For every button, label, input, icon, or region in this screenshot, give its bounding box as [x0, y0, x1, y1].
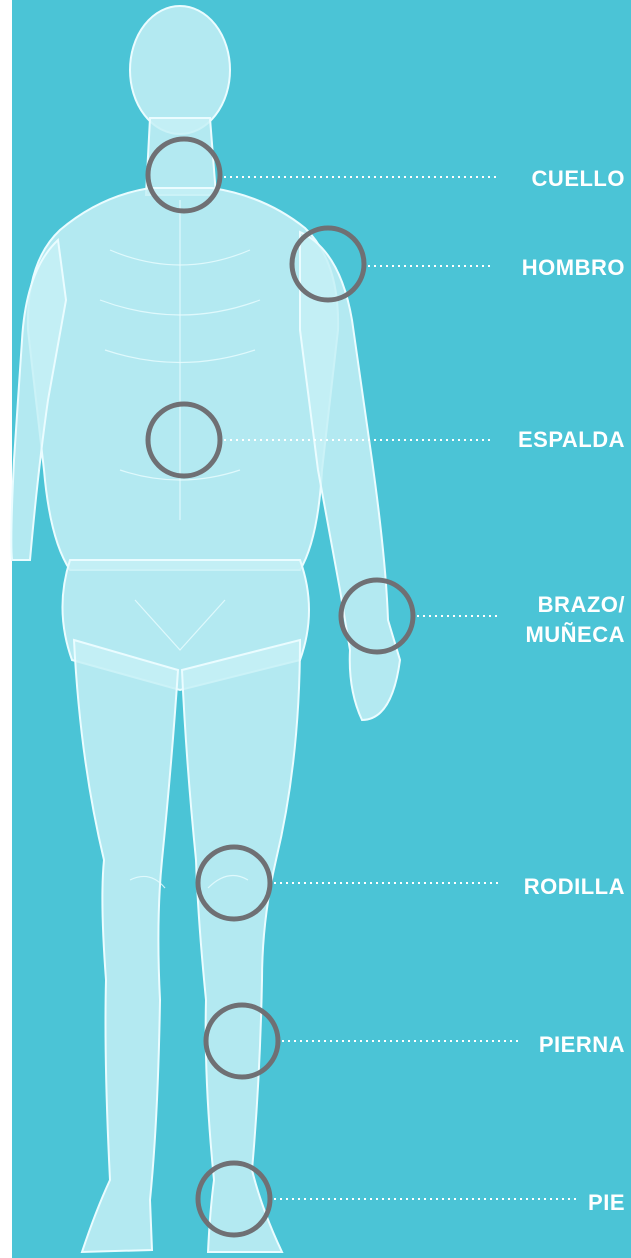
label-pie: PIE [588, 1190, 625, 1215]
marker-ring-pie [195, 1160, 273, 1238]
body-head [129, 5, 231, 135]
marker-ring-espalda [145, 401, 223, 479]
label-cuello: CUELLO [531, 166, 625, 191]
marker-ring-rodilla [195, 844, 273, 922]
anatomy-detail-lines [99, 200, 261, 889]
body-leg-left [72, 638, 180, 1254]
marker-group [145, 136, 578, 1238]
label-pierna: PIERNA [538, 1032, 625, 1057]
label-espalda: ESPALDA [518, 427, 625, 452]
body-torso [26, 187, 340, 571]
body-arm-right [299, 230, 402, 722]
marker-ring-brazo [338, 577, 416, 655]
body-neck [144, 117, 218, 196]
marker-ring-hombro [289, 225, 367, 303]
body-arm-left [10, 237, 68, 561]
label-brazo-muneca: BRAZO/ MUÑECA [525, 592, 625, 647]
marker-ring-cuello [145, 136, 223, 214]
label-hombro: HOMBRO [521, 255, 625, 280]
marker-ring-pierna [203, 1002, 281, 1080]
label-rodilla: RODILLA [523, 874, 625, 899]
